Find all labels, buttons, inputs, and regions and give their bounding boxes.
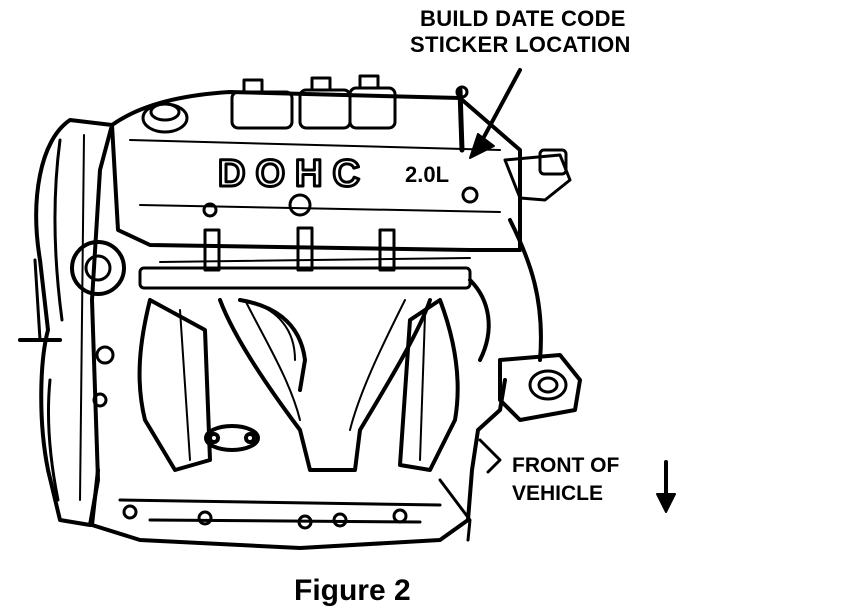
valve-cover: [110, 74, 522, 252]
engine-block-outline: [90, 378, 507, 550]
hoses: [238, 218, 543, 392]
displacement-cover-text: 2.0L: [405, 162, 449, 187]
callout-arrow-head: [469, 133, 495, 159]
dohc-cover-text: DOHC: [218, 153, 370, 195]
accessory-pulleys: [18, 240, 126, 408]
callout-arrow-line: [476, 68, 522, 150]
front-arrow-head: [656, 493, 676, 513]
intake-manifold: [137, 298, 460, 472]
oil-pan: [118, 478, 472, 542]
callout-line-1: BUILD DATE CODE: [420, 6, 626, 31]
timing-belt-cover: [34, 118, 114, 527]
front-label-line-1: FRONT OF: [512, 454, 620, 477]
figure-caption: Figure 2: [294, 574, 411, 607]
callout-line-2: STICKER LOCATION: [410, 32, 631, 57]
throttle-body: [478, 148, 582, 474]
front-label-line-2: VEHICLE: [512, 482, 604, 505]
fuel-rail: [138, 226, 472, 290]
